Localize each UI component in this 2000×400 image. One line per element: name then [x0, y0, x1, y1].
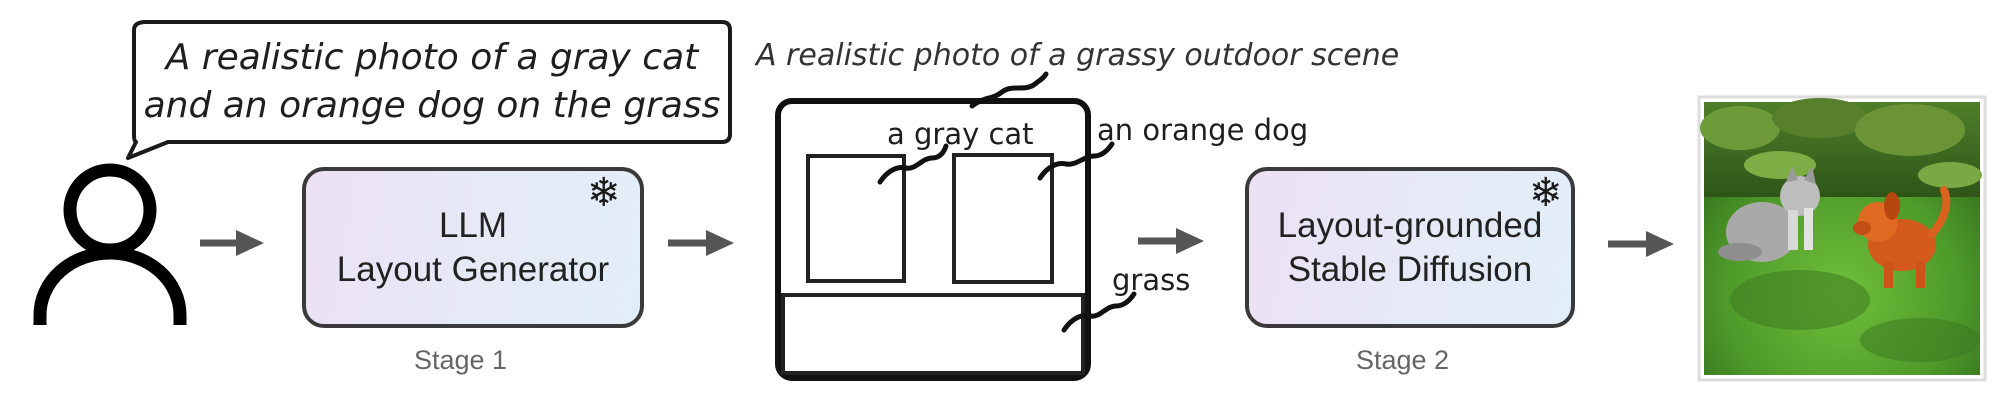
snowflake-icon: ❄: [1529, 171, 1563, 215]
snowflake-icon: ❄: [587, 171, 621, 215]
scene-caption: A realistic photo of a grassy outdoor sc…: [756, 38, 1400, 73]
user-icon: [33, 163, 187, 325]
arrow-right-icon: [1138, 228, 1204, 254]
stage1-box-line1: LLM: [438, 205, 508, 245]
arrow-right-icon: [668, 230, 734, 256]
user-prompt-line1: A realistic photo of a gray cat: [165, 37, 699, 78]
generated-image: [1697, 95, 1987, 382]
arrow-right-icon: [1608, 231, 1674, 257]
layout-grounded-sd-box: Layout-grounded Stable Diffusion: [1245, 167, 1575, 328]
arrow-right-icon: [200, 230, 264, 256]
layout-label-grass: grass: [1112, 263, 1191, 297]
layout-box-grass: [781, 293, 1085, 375]
label-connectors: [877, 71, 1137, 333]
layout-box-dog: [952, 153, 1054, 284]
stage1-box-line2: Layout Generator: [336, 249, 610, 289]
layout-canvas: [775, 98, 1091, 381]
stage2-label: Stage 2: [1356, 345, 1450, 375]
layout-box-cat: [806, 154, 906, 283]
layout-label-cat: a gray cat: [887, 117, 1034, 151]
user-prompt-line2: and an orange dog on the grass: [143, 85, 721, 126]
llm-layout-generator-box: LLM Layout Generator: [302, 167, 644, 328]
stage1-label: Stage 1: [414, 345, 508, 375]
stage2-box-line2: Stable Diffusion: [1287, 249, 1533, 289]
user-prompt: A realistic photo of a gray cat and an o…: [134, 34, 730, 130]
stage2-box-line1: Layout-grounded: [1277, 205, 1543, 245]
layout-label-dog: an orange dog: [1097, 113, 1309, 147]
speech-bubble: [126, 20, 732, 160]
